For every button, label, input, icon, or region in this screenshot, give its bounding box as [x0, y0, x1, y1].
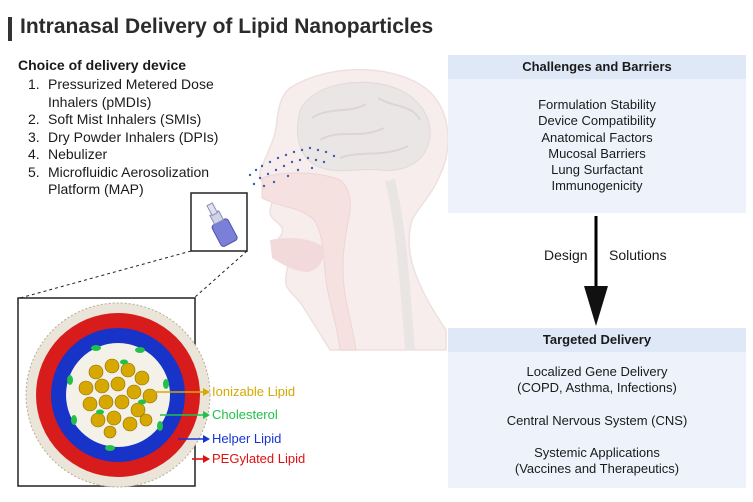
- inhaler-icon: [206, 202, 238, 247]
- challenges-list: Formulation Stability Device Compatibili…: [448, 97, 746, 195]
- device-item: 3. Dry Powder Inhalers (DPIs): [28, 129, 258, 147]
- legend-helper-lipid: Helper Lipid: [212, 431, 282, 446]
- device-item-text: Nebulizer: [48, 146, 108, 162]
- legend-pegylated-lipid: PEGylated Lipid: [212, 451, 306, 466]
- device-list: 1. Pressurized Metered Dose Inhalers (pM…: [28, 76, 258, 199]
- challenge-item: Mucosal Barriers: [548, 145, 646, 161]
- challenges-panel: Challenges and Barriers Formulation Stab…: [448, 55, 746, 213]
- head-illustration: [259, 68, 449, 351]
- targeted-header: Targeted Delivery: [448, 328, 746, 352]
- targeted-line: (COPD, Asthma, Infections): [517, 380, 677, 396]
- spray-droplets: [248, 146, 336, 188]
- device-item-number: 4.: [28, 146, 40, 162]
- legend-ionizable-lipid: Ionizable Lipid: [212, 384, 296, 399]
- device-item-line: Inhalers (pMDIs): [48, 93, 152, 110]
- device-item: 5. Microfluidic Aerosolization Platform …: [28, 164, 258, 199]
- challenge-item: Device Compatibility: [538, 113, 656, 129]
- solutions-label: Solutions: [609, 247, 667, 263]
- device-item-text: Microfluidic Aerosolization Platform (MA…: [48, 164, 258, 199]
- targeted-group: Systemic Applications (Vaccines and Ther…: [448, 445, 746, 478]
- device-item-text: Pressurized Metered Dose Inhalers (pMDIs…: [48, 76, 258, 111]
- device-item-line: Microfluidic Aerosolization: [48, 163, 210, 180]
- targeted-list: Localized Gene Delivery (COPD, Asthma, I…: [448, 364, 746, 477]
- title-accent-bar: [8, 17, 12, 41]
- targeted-group: Central Nervous System (CNS): [448, 413, 746, 429]
- lnp-legend-arrows: [150, 388, 210, 463]
- challenge-item: Lung Surfactant: [551, 162, 643, 178]
- device-heading: Choice of delivery device: [18, 57, 187, 73]
- targeted-line: Localized Gene Delivery: [526, 364, 668, 379]
- device-item-text: Soft Mist Inhalers (SMIs): [48, 111, 202, 127]
- targeted-line: Systemic Applications: [534, 444, 660, 460]
- legend-cholesterol: Cholesterol: [212, 407, 278, 422]
- targeted-panel: Targeted Delivery Localized Gene Deliver…: [448, 328, 746, 488]
- device-item: 4. Nebulizer: [28, 146, 258, 164]
- challenges-header: Challenges and Barriers: [448, 55, 746, 79]
- design-label: Design: [544, 247, 588, 263]
- targeted-group: Localized Gene Delivery (COPD, Asthma, I…: [448, 364, 746, 397]
- challenge-item: Immunogenicity: [551, 178, 643, 194]
- device-item-number: 2.: [28, 111, 40, 127]
- challenge-item: Anatomical Factors: [541, 129, 653, 145]
- targeted-line: (Vaccines and Therapeutics): [514, 461, 680, 477]
- device-item-line: Platform (MAP): [48, 181, 144, 197]
- zoom-line-left: [19, 250, 192, 299]
- lnp-particle: [25, 302, 211, 488]
- device-item-number: 3.: [28, 128, 40, 145]
- device-item: 2. Soft Mist Inhalers (SMIs): [28, 111, 258, 129]
- zoom-line-right: [193, 250, 248, 299]
- device-item-number: 5.: [28, 163, 40, 180]
- device-item-text: Dry Powder Inhalers (DPIs): [48, 128, 219, 145]
- challenge-item: Formulation Stability: [538, 97, 656, 112]
- design-solutions-arrow: [584, 216, 608, 326]
- device-item: 1. Pressurized Metered Dose Inhalers (pM…: [28, 76, 258, 111]
- targeted-line: Central Nervous System (CNS): [506, 412, 688, 428]
- device-item-line: Pressurized Metered Dose: [48, 76, 214, 92]
- device-item-number: 1.: [28, 76, 40, 92]
- page-title: Intranasal Delivery of Lipid Nanoparticl…: [20, 15, 434, 38]
